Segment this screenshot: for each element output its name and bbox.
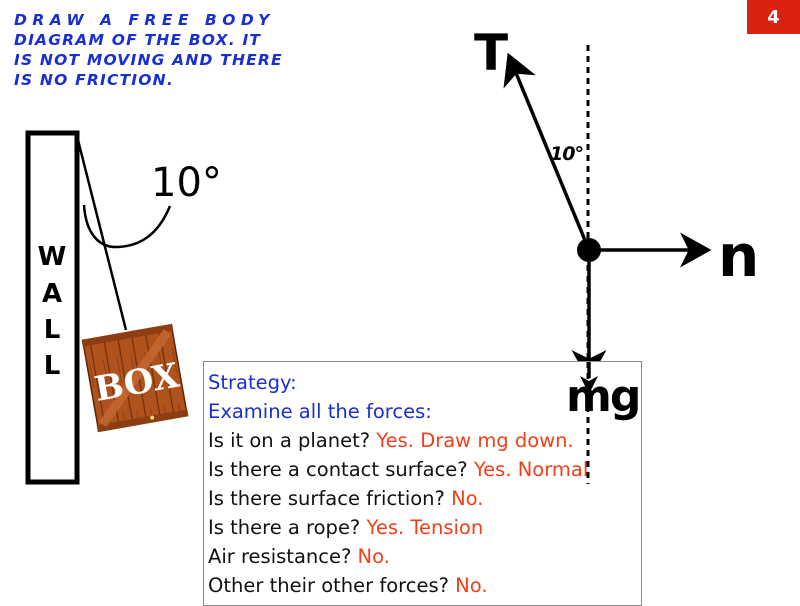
tension-vector [503, 52, 591, 251]
prompt-line-3: is not moving and there [14, 51, 283, 69]
strategy-item: Other their other forces? No. [208, 571, 641, 600]
wall-letter: L [44, 315, 61, 345]
strategy-answer: No. [455, 574, 488, 597]
strategy-item: Is it on a planet? Yes. Draw mg down. [208, 426, 641, 455]
box-bottom-rim [96, 409, 189, 433]
strategy-question: Is it on a planet? [208, 429, 371, 452]
strategy-answer: No. [451, 487, 484, 510]
box: BOX [81, 323, 189, 433]
box-crossbeam [98, 329, 172, 427]
fbd-angle-label: 10° [550, 143, 583, 165]
strategy-heading: Strategy: [208, 371, 297, 394]
strategy-item: Air resistance? No. [208, 542, 641, 571]
angle-arc [82, 204, 172, 249]
strategy-answer: No. [357, 545, 390, 568]
wall-letter: A [42, 279, 62, 309]
scene-angle-label: 10° [151, 160, 222, 206]
weight-label: mg [566, 371, 641, 422]
box-top-rim [81, 323, 174, 347]
strategy-question: Is there a contact surface? [208, 458, 468, 481]
wall-outline [25, 130, 80, 485]
prompt-line-2: diagram of the box. It [14, 31, 262, 49]
strategy-item: Is there surface friction? No. [208, 484, 641, 513]
wall: W A L L [25, 130, 80, 485]
strategy-answer: Yes. Draw mg down. [376, 429, 574, 452]
tension-label: T [474, 24, 508, 82]
strategy-item: Is there a rope? Yes. Tension [208, 513, 641, 542]
wall-letter: L [44, 351, 61, 381]
strategy-subheading: Examine all the forces: [208, 400, 432, 423]
problem-prompt: Draw a free body diagram of the box. It … [14, 10, 324, 90]
strategy-item: Is there a contact surface? Yes. Normal [208, 455, 641, 484]
strategy-answer: Yes. Normal [473, 458, 589, 481]
strategy-box: Strategy: Examine all the forces: Is it … [203, 361, 642, 606]
body-point [577, 238, 601, 262]
prompt-line-4: is no friction. [14, 71, 174, 89]
strategy-answer: Yes. Tension [366, 516, 484, 539]
strategy-question: Is there surface friction? [208, 487, 445, 510]
box-nail [150, 415, 155, 420]
strategy-question: Other their other forces? [208, 574, 449, 597]
prompt-line-1: Draw a free body [14, 11, 275, 29]
slide-number-badge: 4 [747, 0, 800, 34]
rope [76, 139, 128, 331]
strategy-question: Air resistance? [208, 545, 352, 568]
normal-label: n [718, 222, 759, 290]
wall-letter: W [38, 242, 67, 272]
strategy-question: Is there a rope? [208, 516, 361, 539]
